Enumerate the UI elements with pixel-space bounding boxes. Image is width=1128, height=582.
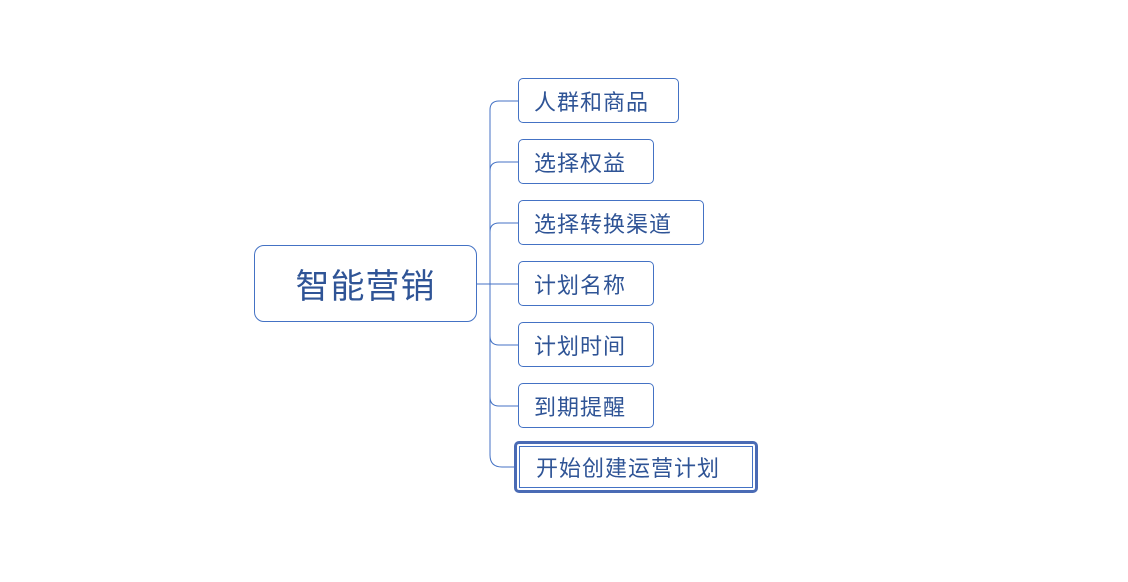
connector-branch-6 (489, 396, 518, 407)
connector-branch-2 (489, 161, 518, 172)
connector-branch-3 (489, 222, 518, 233)
child-node-label: 计划时间 (534, 334, 627, 360)
child-node-label: 开始创建运营计划 (536, 457, 721, 482)
child-node-label: 选择权益 (534, 151, 627, 177)
connector-branch-1 (489, 100, 518, 111)
child-node-label: 选择转换渠道 (534, 212, 673, 238)
root-node[interactable]: 智能营销 (254, 245, 477, 322)
child-node-select-channel[interactable]: 选择转换渠道 (518, 200, 704, 245)
child-node-plan-time[interactable]: 计划时间 (518, 322, 654, 367)
child-node-plan-name[interactable]: 计划名称 (518, 261, 654, 306)
root-node-label: 智能营销 (295, 267, 436, 307)
child-node-select-benefits[interactable]: 选择权益 (518, 139, 654, 184)
child-node-create-plan-selected[interactable]: 开始创建运营计划 (514, 441, 758, 493)
child-node-label: 人群和商品 (534, 90, 650, 116)
child-node-expiry-reminder[interactable]: 到期提醒 (518, 383, 654, 428)
child-node-label: 到期提醒 (534, 395, 627, 421)
connector-branch-7 (489, 454, 514, 468)
connector-branch-5 (489, 335, 518, 346)
child-node-label: 计划名称 (534, 273, 627, 299)
child-node-audience-products[interactable]: 人群和商品 (518, 78, 679, 123)
